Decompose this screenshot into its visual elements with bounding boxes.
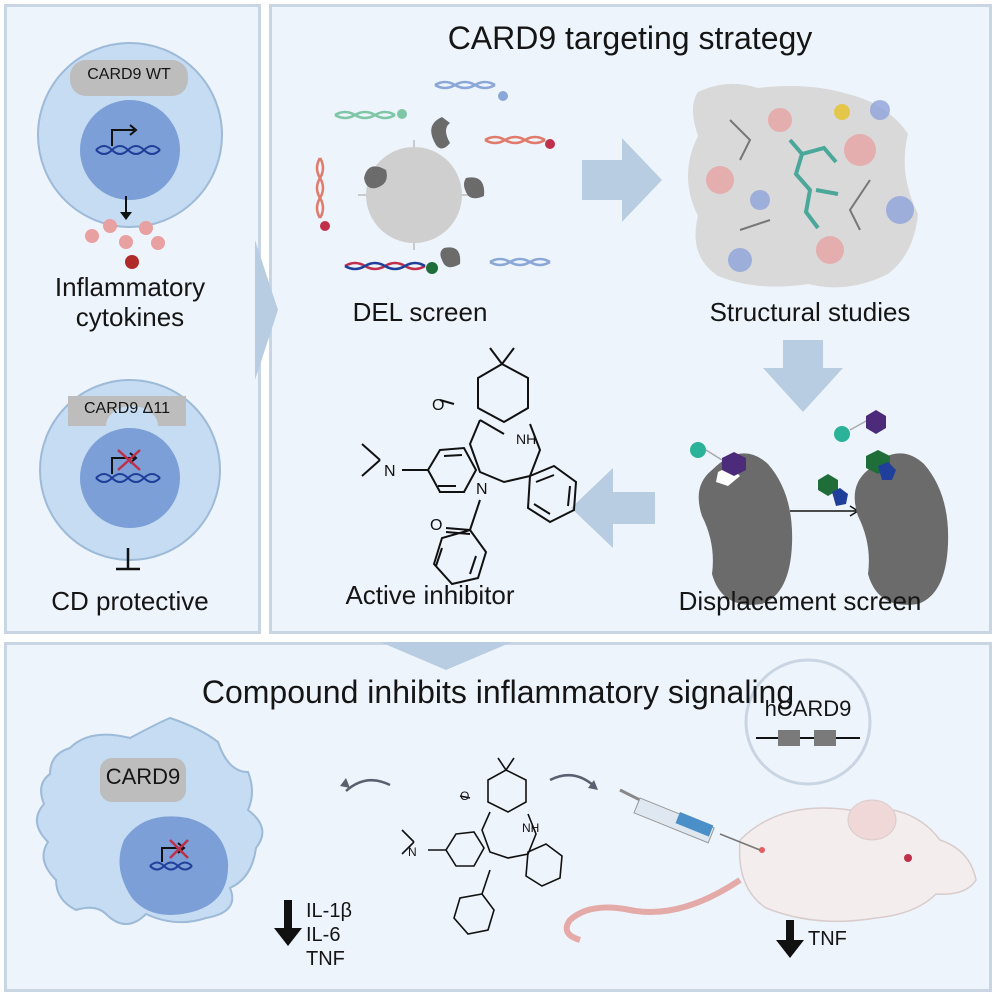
strategy-title: CARD9 targeting strategy	[447, 20, 813, 56]
down-arrow-icon-2	[776, 920, 804, 958]
cytokine-label-1: IL-1β	[306, 900, 352, 922]
cell-card9-label: CARD9	[105, 764, 181, 789]
arrow-down-icon	[120, 196, 132, 220]
syringe-icon	[619, 788, 761, 851]
cytokine-dots	[85, 219, 165, 269]
compound-molecule	[401, 757, 563, 935]
step-label-inhibitor: Active inhibitor	[345, 580, 515, 610]
block-cross-icon	[117, 449, 141, 471]
gene-bubble	[744, 658, 872, 786]
atom-o3-label: O	[460, 789, 469, 803]
chevron-down-icon	[380, 642, 512, 670]
mouse-illustration	[563, 799, 977, 943]
wt-label: CARD9 WT	[87, 66, 171, 83]
atom-nh2-label: NH	[522, 821, 539, 835]
del-bead	[358, 117, 485, 268]
atom-n2-label: N	[384, 463, 396, 480]
mouse-readout-label: TNF	[808, 928, 847, 950]
arrow-down-icon-2	[763, 340, 843, 412]
mouse-gene-label: hCARD9	[764, 696, 852, 721]
block-cross-icon-2	[169, 839, 189, 859]
step-label-displacement: Displacement screen	[678, 586, 922, 616]
chevron-right-icon	[255, 240, 278, 380]
cytokine-label-2: IL-6	[306, 924, 341, 946]
displacement-screen-graphic	[690, 410, 949, 605]
inhibitor-molecule	[361, 347, 578, 586]
wt-cell	[37, 42, 223, 228]
macrophage-cell	[36, 716, 264, 925]
atom-nh-label: NH	[516, 431, 536, 447]
curved-arrow-right-icon	[549, 773, 595, 787]
atom-n3-label: N	[408, 845, 417, 859]
protective-label: CD protective	[51, 586, 209, 616]
outcome-label-1: Inflammatory	[54, 272, 206, 302]
atom-n-label: N	[476, 481, 488, 498]
outcome-label-2: cytokines	[75, 302, 185, 332]
mutant-cell	[39, 379, 221, 561]
arrow-left-icon	[571, 468, 655, 548]
protein-structure-image	[688, 83, 918, 288]
arrow-right-icon	[582, 138, 662, 222]
atom-o-label: O	[432, 397, 444, 414]
step-label-structural: Structural studies	[709, 297, 911, 327]
mutant-label: CARD9 Δ11	[84, 400, 170, 417]
step-label-del: DEL screen	[352, 297, 488, 327]
dna-icon	[95, 124, 161, 155]
bottom-title: Compound inhibits inflammatory signaling	[201, 674, 795, 710]
down-arrow-icon	[274, 900, 302, 946]
cytokine-label-3: TNF	[306, 948, 345, 970]
atom-o2-label: O	[430, 517, 442, 534]
inhibit-icon	[116, 548, 140, 571]
curved-arrow-left-icon	[345, 778, 391, 792]
dna-strands	[315, 80, 555, 274]
